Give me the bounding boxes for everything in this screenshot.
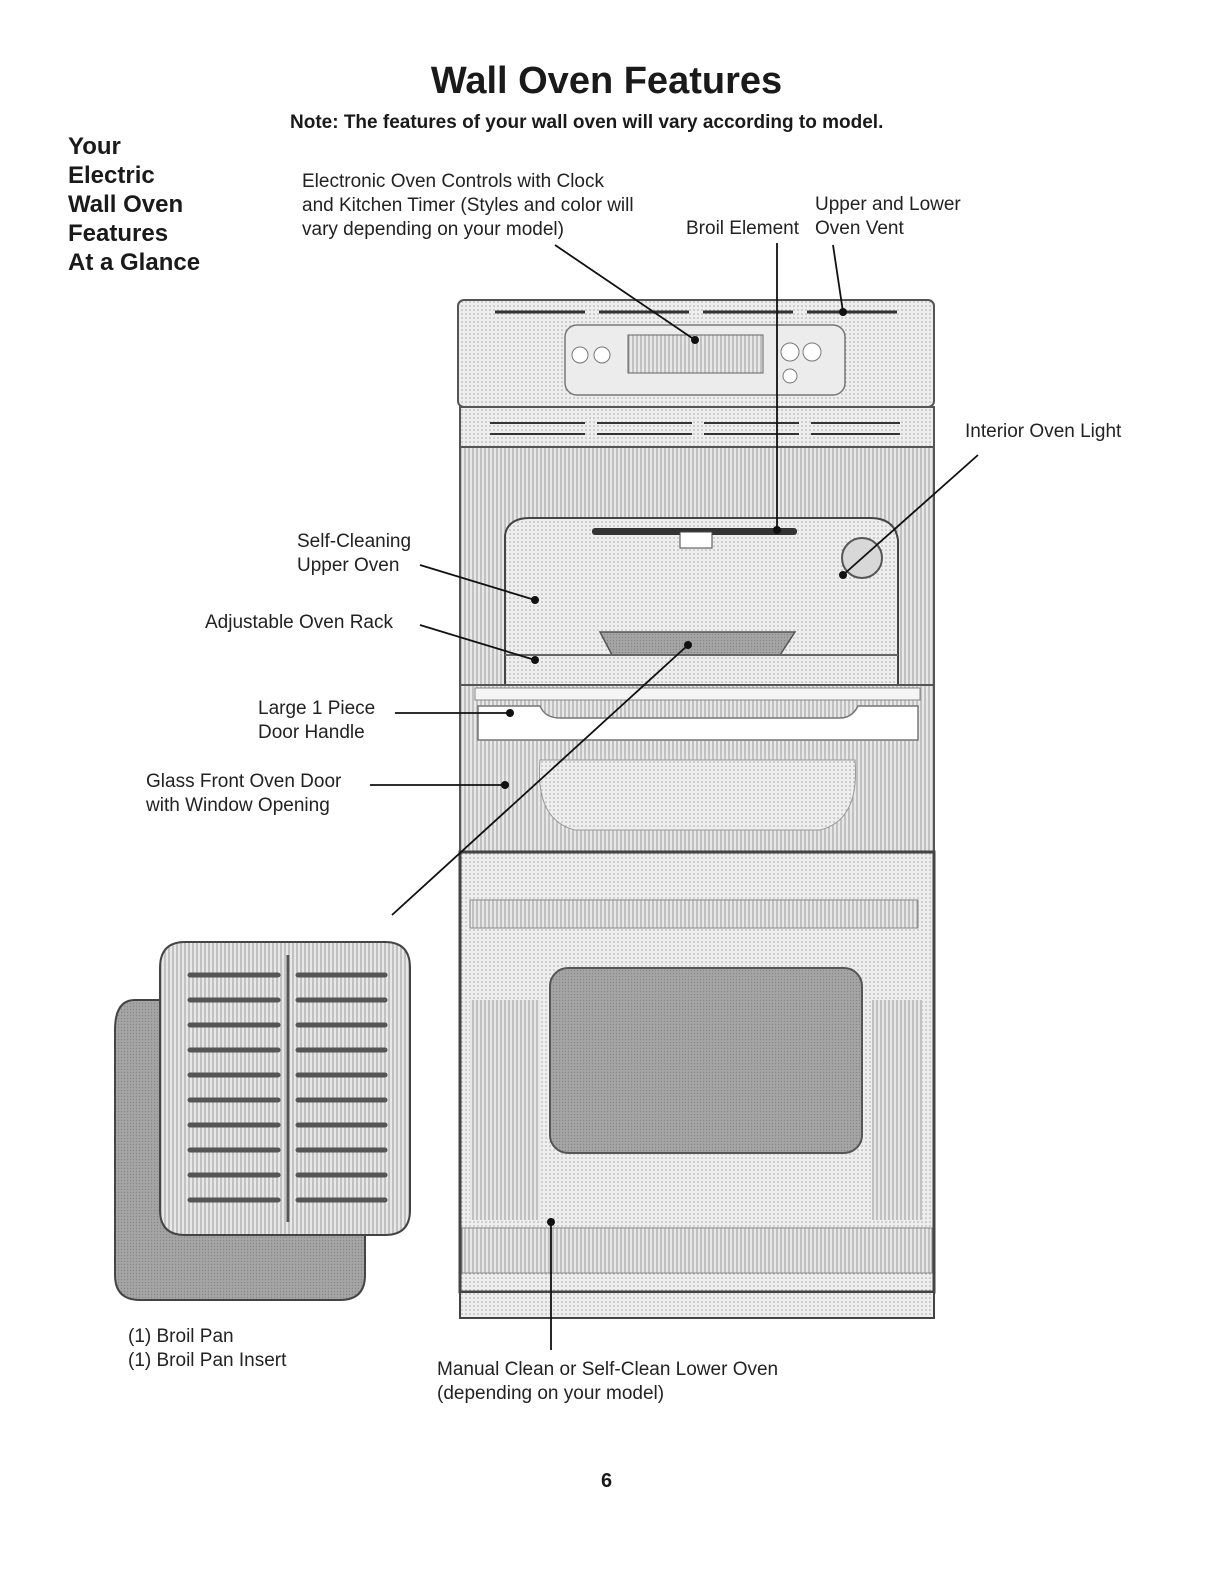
label-interior-light: Interior Oven Light: [965, 421, 1122, 442]
label-door-handle: Large 1 Piece Door Handle: [258, 698, 376, 743]
section-heading: Your Electric Wall Oven Features At a Gl…: [68, 133, 201, 276]
callout-lines: [370, 243, 979, 1350]
callout-light: [842, 454, 979, 576]
label-lower-oven: Manual Clean or Self-Clean Lower Oven (d…: [437, 1359, 779, 1404]
label-upper-oven: Self-Cleaning Upper Oven: [297, 531, 412, 576]
model-note: Note: The features of your wall oven wil…: [290, 112, 884, 133]
callout-broil-pan: [391, 644, 689, 916]
page-title: Wall Oven Features: [430, 60, 783, 102]
label-oven-rack: Adjustable Oven Rack: [205, 612, 393, 633]
broil-pan-illustration: [114, 941, 411, 1301]
control-panel: [457, 299, 935, 408]
callout-rack: [419, 624, 536, 661]
oven-vent-strip: [459, 406, 935, 448]
label-oven-door: Glass Front Oven Door with Window Openin…: [146, 771, 342, 816]
lower-oven: [458, 850, 936, 1319]
label-broil-element: Broil Element: [686, 218, 799, 239]
label-broil-pan: (1) Broil Pan (1) Broil Pan Insert: [128, 1326, 287, 1371]
callout-vent: [832, 244, 844, 313]
callout-upper-oven: [419, 564, 536, 601]
page-number: 6: [600, 1470, 613, 1492]
callout-dots: [501, 308, 847, 1226]
label-oven-vent: Upper and Lower Oven Vent: [815, 194, 961, 239]
label-oven-controls: Electronic Oven Controls with Clock and …: [302, 171, 634, 240]
callout-controls: [554, 244, 696, 341]
upper-oven-door: [459, 684, 935, 853]
